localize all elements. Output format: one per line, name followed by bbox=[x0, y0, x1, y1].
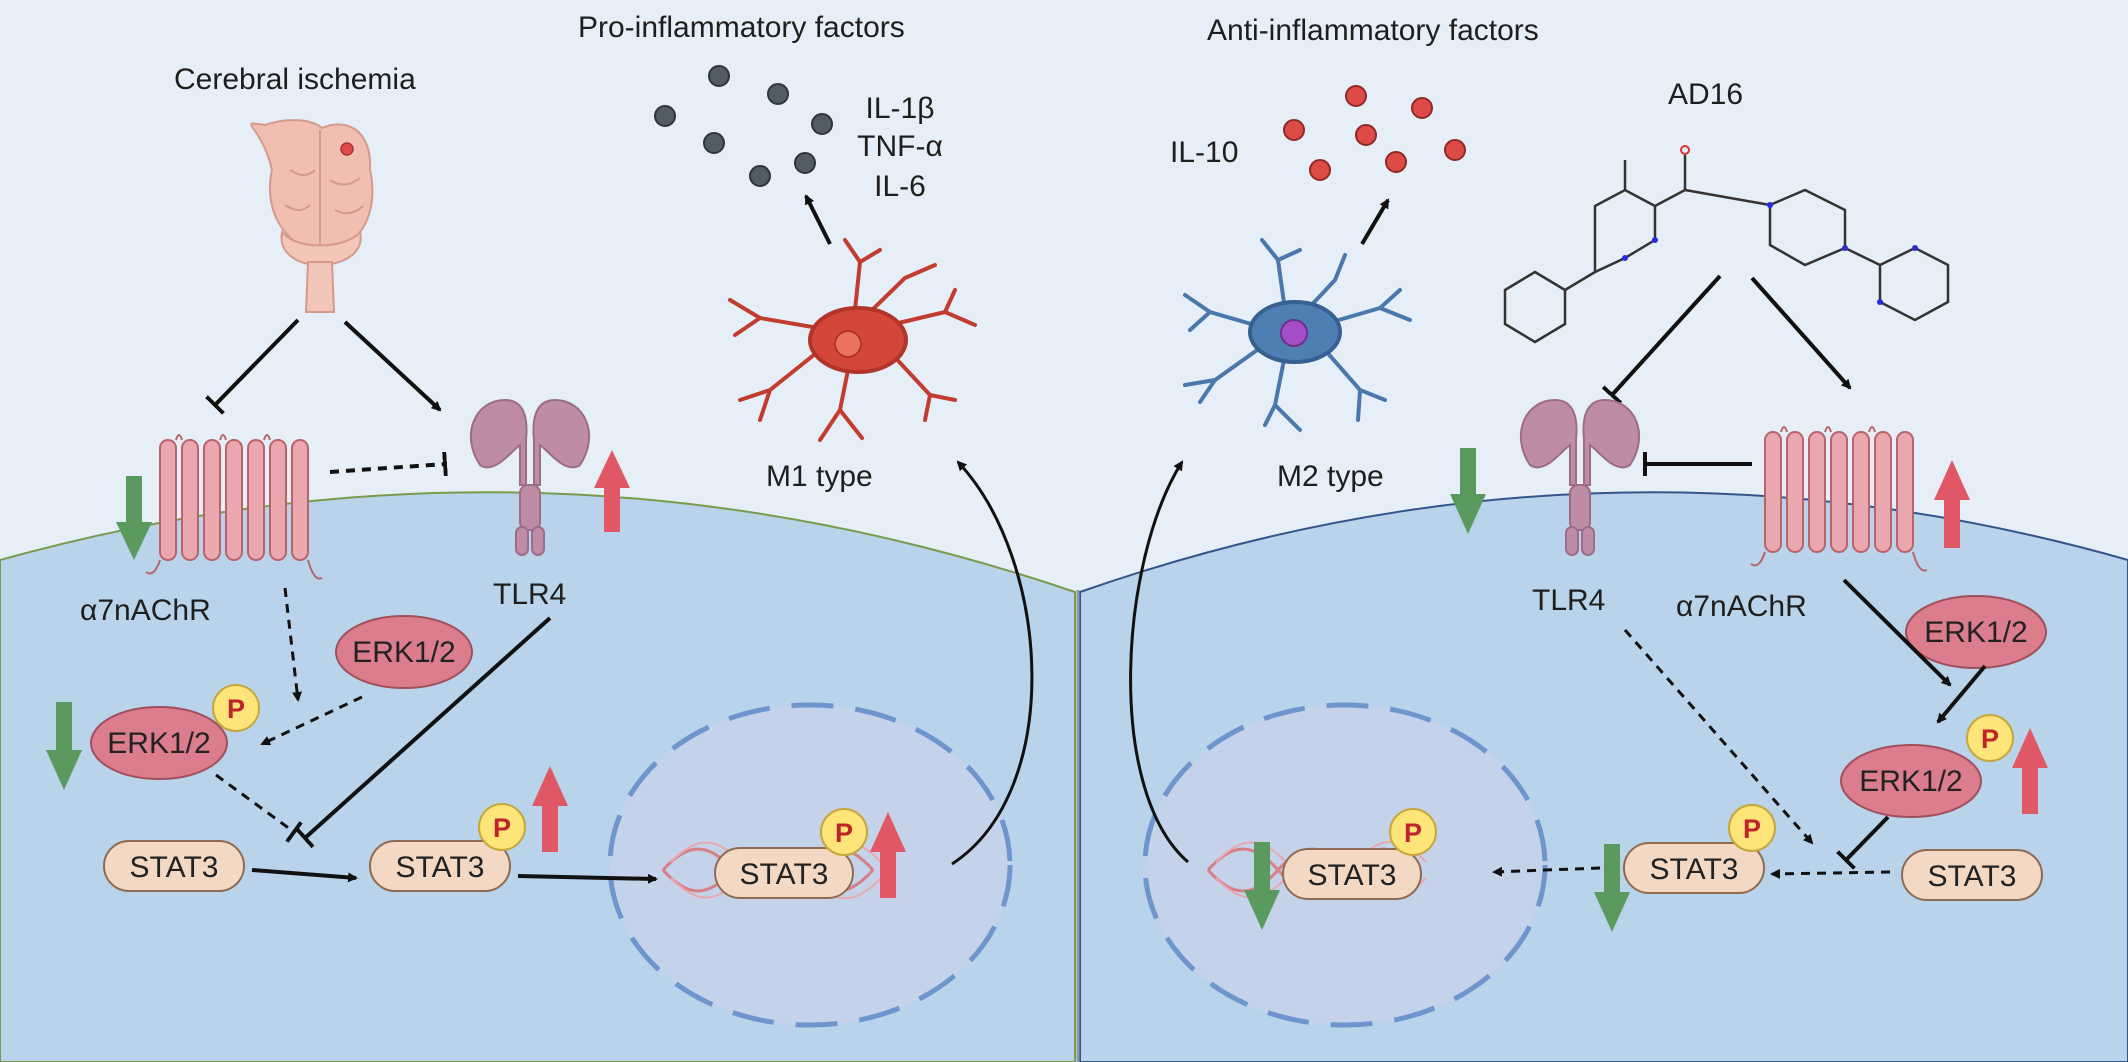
stat3-nuclear-translocation bbox=[517, 873, 658, 884]
left-stat3-phospho-icon bbox=[478, 803, 526, 851]
ad16-activates-a7nachr bbox=[1750, 276, 1852, 390]
m2-secretion-arrow bbox=[1360, 198, 1390, 246]
left-dna-phospho-label: P bbox=[835, 818, 853, 848]
left-up-arrows bbox=[532, 450, 906, 898]
right-a7nachr-label: α7nAChR bbox=[1676, 590, 1807, 623]
cytokine-il6: IL-6 bbox=[874, 170, 926, 203]
erk-inhibits-stat3-right bbox=[1836, 815, 1890, 870]
left-dna-phospho-icon bbox=[820, 808, 868, 856]
left-stat3-free-label: STAT3 bbox=[130, 851, 219, 884]
ad16-molecule-icon bbox=[1503, 155, 1950, 344]
right-stat3-dna bbox=[1282, 848, 1422, 900]
right-stat3-free-label: STAT3 bbox=[1928, 860, 2017, 893]
right-stat3-free bbox=[1901, 849, 2043, 901]
left-erk-phospho-label: P bbox=[227, 694, 245, 724]
m2-microglia-icon bbox=[1183, 238, 1412, 432]
m1-type-label: M1 type bbox=[766, 460, 873, 493]
stat3-phosphorylation-arrow-right bbox=[1770, 868, 1891, 879]
ischemia-inhibits-a7nachr bbox=[205, 318, 300, 415]
left-stat3-free bbox=[103, 840, 245, 892]
ad16-label: AD16 bbox=[1668, 78, 1743, 111]
left-erk-free-label: ERK1/2 bbox=[352, 636, 455, 669]
anti-inflammatory-dots bbox=[1283, 85, 1466, 181]
right-up-arrows bbox=[1934, 460, 2048, 814]
stat3-phosphorylation-arrow bbox=[251, 868, 358, 883]
tlr4-to-stat3 bbox=[295, 616, 552, 849]
brain-icon bbox=[250, 119, 374, 313]
right-erk-phos bbox=[1840, 744, 1982, 818]
right-erk-phospho-label: P bbox=[1981, 724, 1999, 754]
pro-inflammatory-dots bbox=[654, 65, 833, 187]
right-erk-free bbox=[1905, 595, 2047, 669]
anti-inflammatory-title: Anti-inflammatory factors bbox=[1207, 14, 1539, 47]
left-tlr4-label: TLR4 bbox=[493, 578, 566, 611]
ischemia-activates-tlr4 bbox=[343, 320, 442, 412]
right-dna-phospho-label: P bbox=[1404, 818, 1422, 848]
a7nachr-to-erk-phos-right bbox=[1842, 578, 1952, 687]
m1-secretion-arrow bbox=[804, 194, 832, 245]
right-stat3-dna-label: STAT3 bbox=[1308, 859, 1397, 892]
a7nachr-inhibits-tlr4 bbox=[329, 451, 448, 477]
left-dna-to-m1-arrow bbox=[951, 460, 1034, 866]
ad16-inhibits-tlr4 bbox=[1601, 274, 1722, 405]
right-erk-phos-label: ERK1/2 bbox=[1859, 765, 1962, 798]
left-down-arrows bbox=[46, 476, 152, 790]
right-dna-to-m2-arrow bbox=[1129, 460, 1189, 864]
ad16-heteroatoms-icon bbox=[1622, 202, 1918, 305]
left-stat3-phos bbox=[369, 840, 511, 892]
left-stat3-phospho-label: P bbox=[493, 813, 511, 843]
right-stat3-phos-label: STAT3 bbox=[1650, 853, 1739, 886]
right-tlr4-label: TLR4 bbox=[1532, 584, 1605, 617]
m2-type-label: M2 type bbox=[1277, 460, 1384, 493]
erk-inhibits-stat3 bbox=[215, 773, 303, 843]
left-stat3-dna bbox=[714, 847, 854, 899]
erk-phosphorylation bbox=[260, 695, 363, 746]
right-a7nachr-receptor-icon bbox=[1750, 426, 1928, 572]
right-stat3-phospho-label: P bbox=[1743, 814, 1761, 844]
a7nachr-to-erk-phos bbox=[283, 587, 303, 702]
left-erk-phos-label: ERK1/2 bbox=[107, 727, 210, 760]
left-erk-free bbox=[335, 615, 473, 689]
ad16-oxygen-icon bbox=[1680, 145, 1690, 155]
left-erk-phospho-icon bbox=[212, 684, 260, 732]
erk-phosphorylation-right bbox=[1936, 664, 1987, 724]
right-stat3-phospho-icon bbox=[1728, 804, 1776, 852]
right-down-arrows bbox=[1244, 448, 1630, 932]
right-erk-free-label: ERK1/2 bbox=[1924, 616, 2027, 649]
cytokine-il10: IL-10 bbox=[1170, 136, 1238, 169]
left-a7nachr-label: α7nAChR bbox=[80, 594, 211, 627]
left-stat3-dna-label: STAT3 bbox=[740, 858, 829, 891]
cerebral-ischemia-label: Cerebral ischemia bbox=[174, 63, 416, 96]
right-erk-phospho-icon bbox=[1966, 714, 2014, 762]
cytokine-tnfa: TNF-α bbox=[857, 130, 943, 163]
stat3-nuclear-translocation-right bbox=[1492, 866, 1601, 877]
cytokine-il1b: IL-1β bbox=[866, 92, 935, 125]
right-stat3-phos bbox=[1623, 842, 1765, 894]
right-dna-phospho-icon bbox=[1389, 808, 1437, 856]
left-erk-phos bbox=[90, 706, 228, 780]
m1-microglia-icon bbox=[728, 238, 977, 442]
pro-inflammatory-title: Pro-inflammatory factors bbox=[578, 11, 905, 44]
left-a7nachr-receptor-icon bbox=[145, 434, 323, 580]
left-stat3-phos-label: STAT3 bbox=[396, 851, 485, 884]
